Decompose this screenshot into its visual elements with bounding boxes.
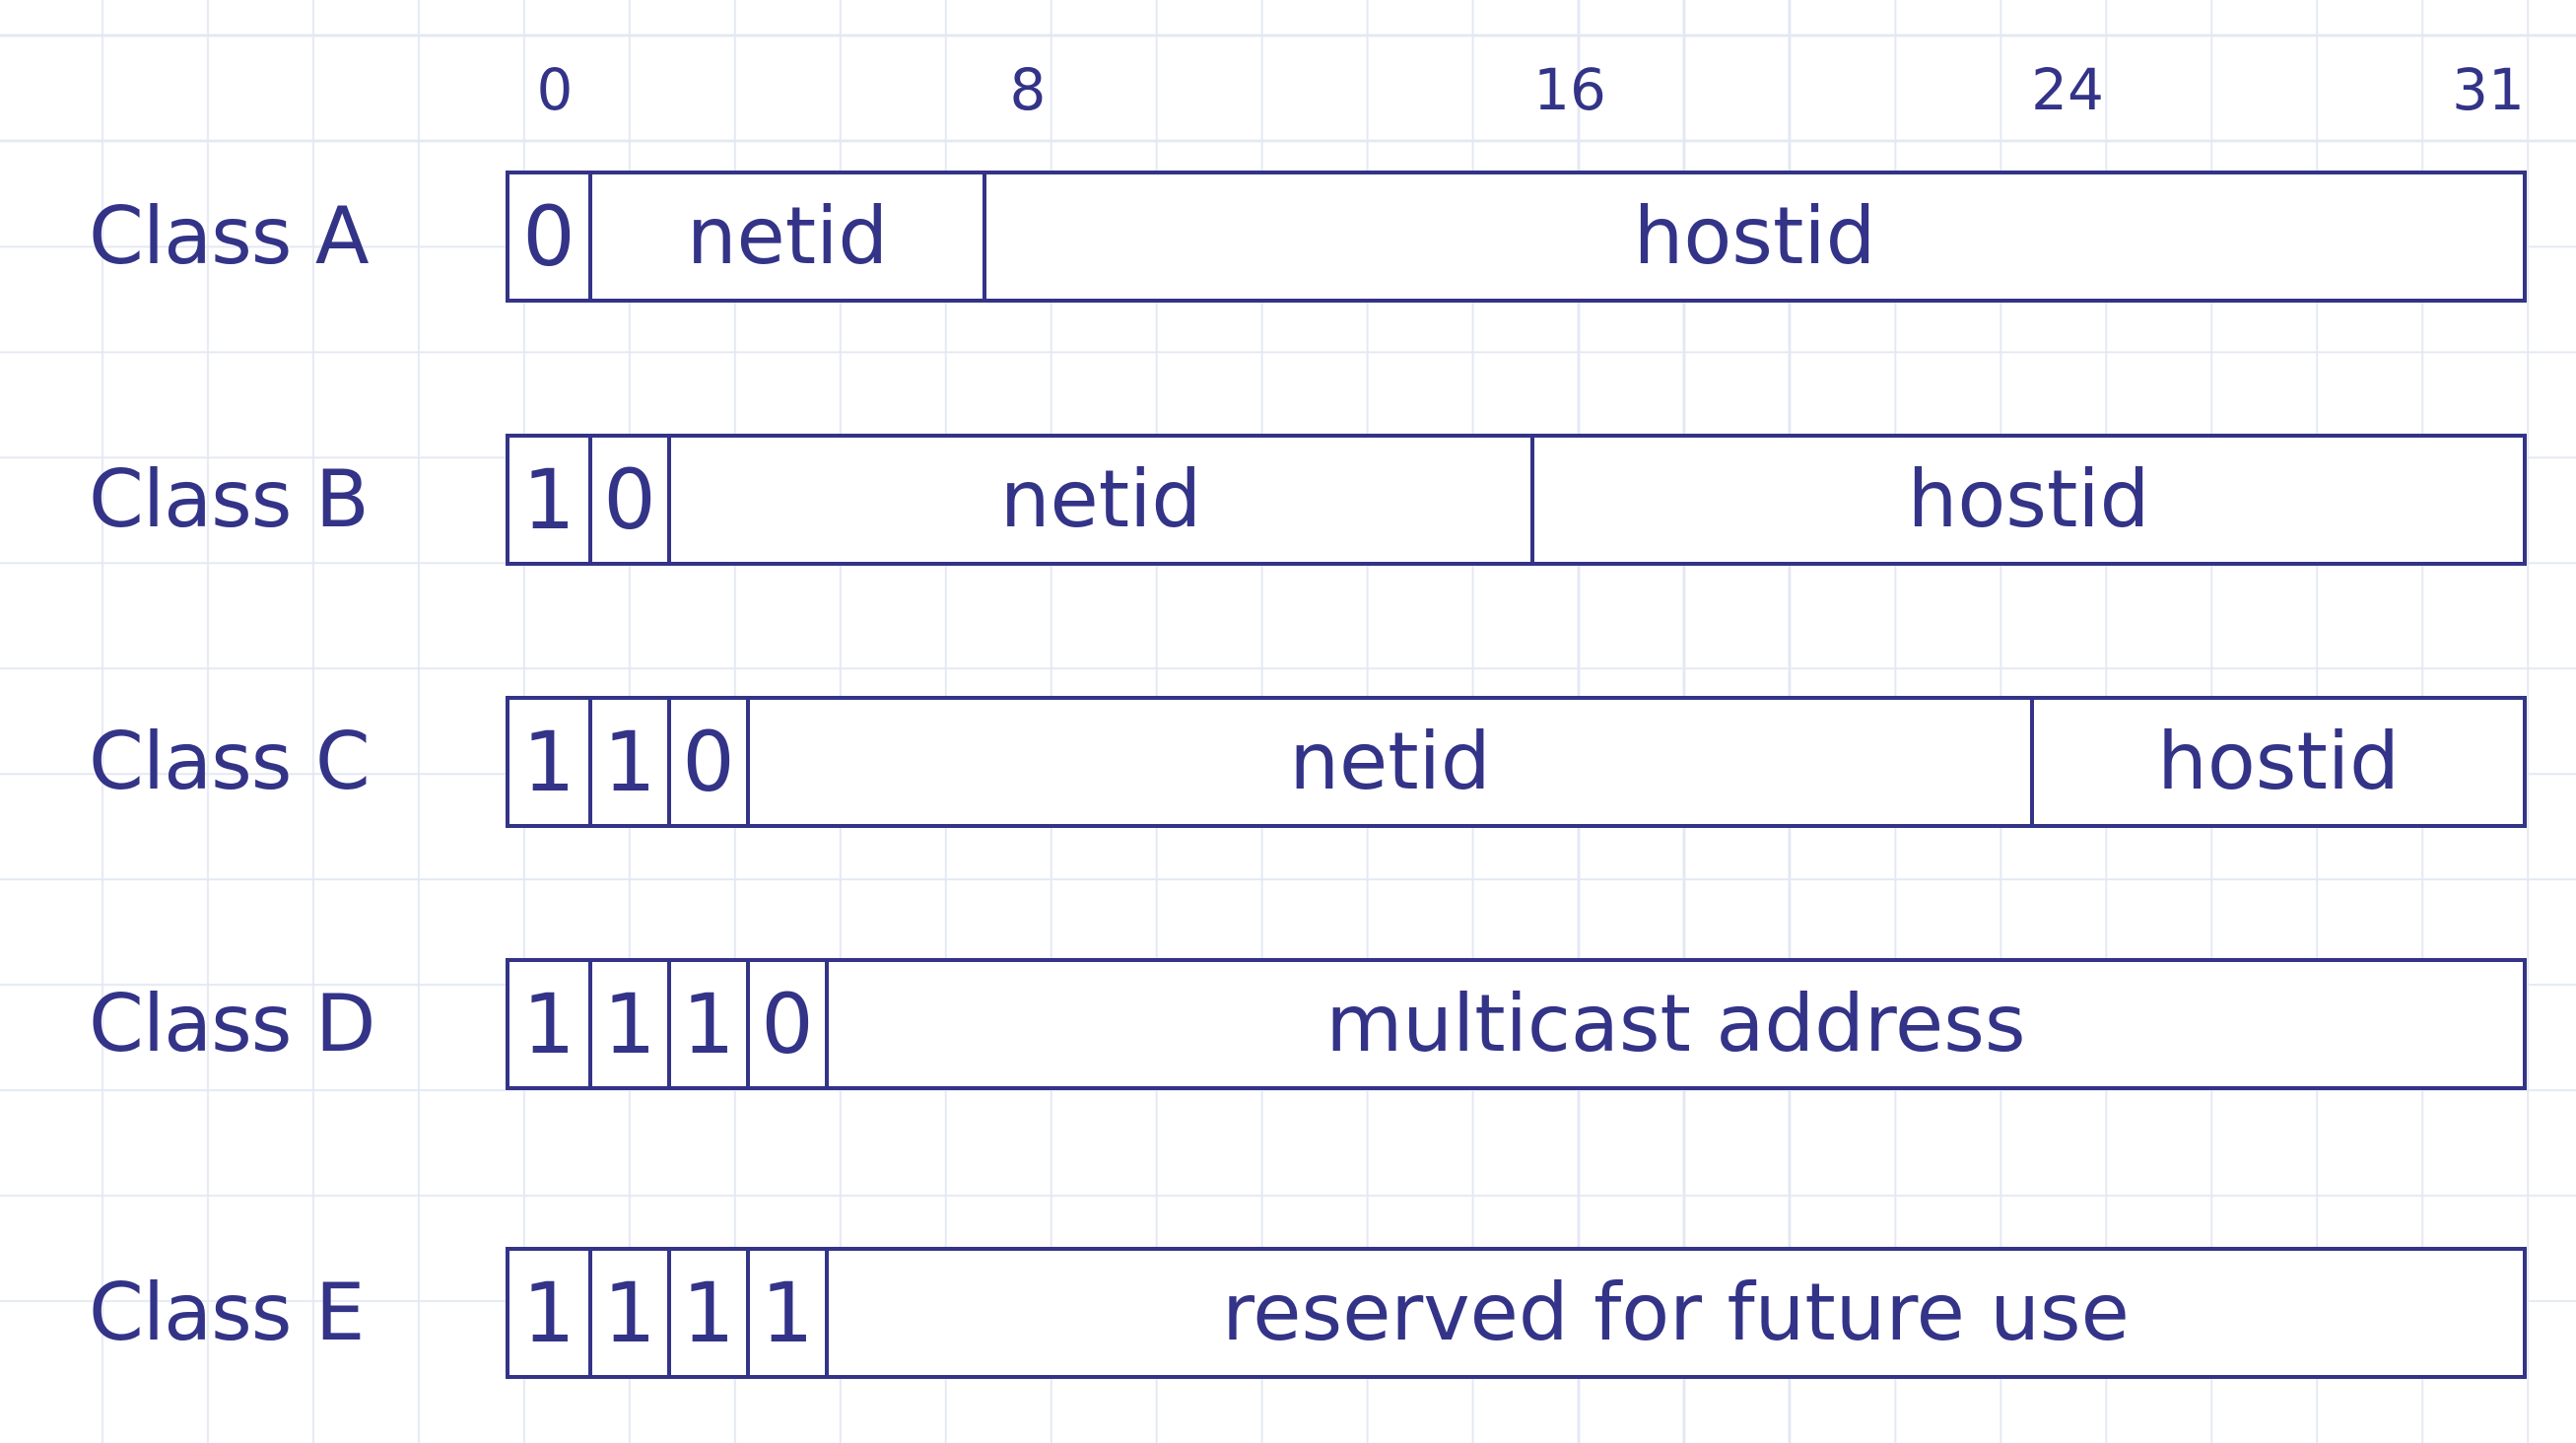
class-d-label: Class D: [89, 978, 375, 1069]
bit-value: 1: [603, 976, 656, 1072]
class-d-prefix-bit-4: 0: [746, 962, 825, 1086]
bit-position-24: 24: [2031, 56, 2104, 123]
class-c-hostid-field: hostid: [2030, 700, 2523, 824]
class-a-hostid-field: hostid: [983, 174, 2523, 299]
class-e-reserved-for-future-use-field: reserved for future use: [825, 1251, 2523, 1375]
class-e-prefix-bit-2: 1: [588, 1251, 667, 1375]
class-e-prefix-bit-1: 1: [509, 1251, 588, 1375]
bit-value: 1: [522, 1265, 576, 1361]
field-label: reserved for future use: [1222, 1267, 2130, 1358]
class-b-label: Class B: [89, 453, 370, 545]
bit-position-16: 16: [1533, 56, 1606, 123]
bit-value: 0: [682, 714, 735, 810]
field-label: hostid: [1633, 190, 1876, 282]
class-d-prefix-bit-2: 1: [588, 962, 667, 1086]
bit-value: 1: [682, 1265, 735, 1361]
bit-value: 1: [522, 714, 576, 810]
field-label: hostid: [2157, 716, 2400, 807]
class-c-prefix-bit-3: 0: [667, 700, 746, 824]
class-b-hostid-field: hostid: [1530, 438, 2523, 562]
field-label: hostid: [1907, 453, 2150, 545]
field-label: multicast address: [1325, 978, 2026, 1069]
class-a-label: Class A: [89, 190, 370, 282]
bit-value: 1: [522, 976, 576, 1072]
bit-value: 0: [761, 976, 814, 1072]
bit-value: 0: [522, 188, 576, 285]
bit-value: 0: [603, 451, 656, 548]
class-e-prefix-bit-4: 1: [746, 1251, 825, 1375]
class-c-label: Class C: [89, 716, 371, 807]
bit-value: 1: [761, 1265, 814, 1361]
class-b-prefix-bit-2: 0: [588, 438, 667, 562]
field-label: netid: [999, 453, 1202, 545]
bit-value: 1: [682, 976, 735, 1072]
class-d-prefix-bit-3: 1: [667, 962, 746, 1086]
bit-value: 1: [522, 451, 576, 548]
bit-position-0: 0: [536, 56, 574, 123]
bit-value: 1: [603, 1265, 656, 1361]
bit-position-8: 8: [1009, 56, 1047, 123]
field-label: netid: [1289, 716, 1491, 807]
class-b-netid-field: netid: [667, 438, 1530, 562]
class-e-prefix-bit-3: 1: [667, 1251, 746, 1375]
bit-value: 1: [603, 714, 656, 810]
class-c-prefix-bit-2: 1: [588, 700, 667, 824]
field-label: netid: [686, 190, 889, 282]
class-a-address-format: 0 netid hostid: [506, 171, 2527, 303]
class-e-label: Class E: [89, 1267, 365, 1358]
class-a-netid-field: netid: [588, 174, 983, 299]
class-c-prefix-bit-1: 1: [509, 700, 588, 824]
class-b-prefix-bit-1: 1: [509, 438, 588, 562]
bit-position-31: 31: [2452, 56, 2525, 123]
class-a-prefix-bit-1: 0: [509, 174, 588, 299]
class-d-multicast-address-field: multicast address: [825, 962, 2523, 1086]
class-c-netid-field: netid: [746, 700, 2030, 824]
class-d-prefix-bit-1: 1: [509, 962, 588, 1086]
